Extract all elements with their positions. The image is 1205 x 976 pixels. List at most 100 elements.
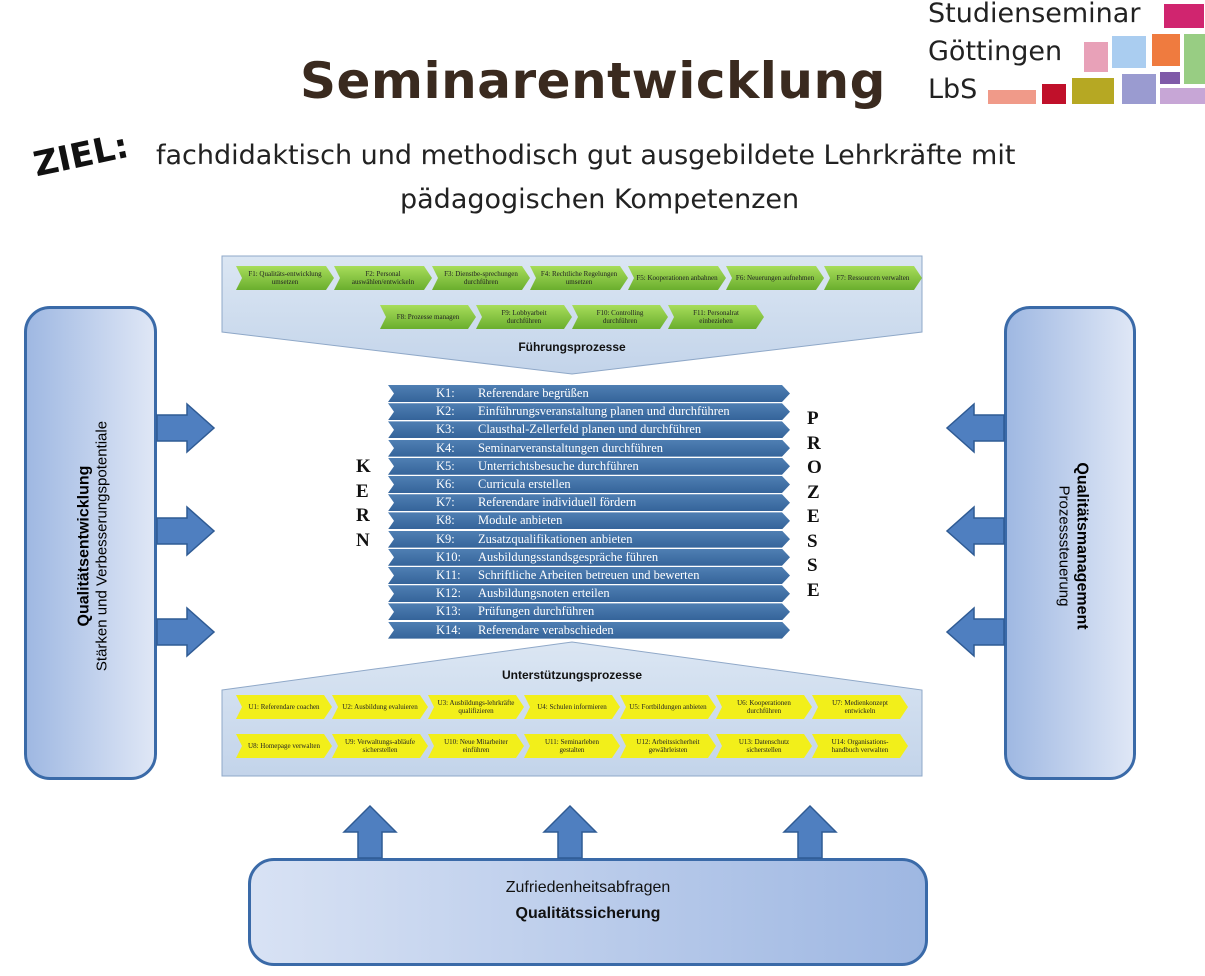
kernprozess-code: K13: — [436, 604, 461, 619]
logo-square — [1160, 72, 1180, 84]
kernprozess-code: K12: — [436, 586, 461, 601]
unterstuetzung-item-u11: U11: Seminarleben gestalten — [524, 734, 620, 758]
kernprozess-k10: K10:Ausbildungsstandsgespräche führen — [388, 549, 790, 566]
kernprozess-label: Prüfungen durchführen — [478, 604, 595, 619]
logo-square — [1084, 42, 1108, 72]
logo-line-2: Göttingen — [928, 36, 1063, 67]
arrow-up-icon — [782, 804, 838, 859]
kernprozess-code: K1: — [436, 386, 455, 400]
unterstuetzung-item-u5: U5: Fortbildungen anbieten — [620, 695, 716, 719]
unterstuetzung-item-u9: U9: Verwaltungs-abläufe sicherstellen — [332, 734, 428, 758]
fuehrung-item-label: F7: Ressourcen verwalten — [836, 274, 910, 282]
unterstuetzung-item-label: U3: Ausbildungs-lehrkräfte qualifizieren — [437, 699, 515, 715]
arrow-left-icon — [945, 402, 1005, 454]
logo-line-3: LbS — [928, 74, 978, 105]
kernprozess-label: Einführungsveranstaltung planen und durc… — [478, 404, 730, 419]
prozesse-letter: S — [807, 530, 818, 552]
fuehrung-item-f1: F1: Qualitäts-entwicklung umsetzen — [236, 266, 334, 290]
unterstuetzung-item-u3: U3: Ausbildungs-lehrkräfte qualifizieren — [428, 695, 524, 719]
bottom-box-line-1: Zufriedenheitsabfragen — [505, 879, 671, 896]
kernprozess-k4: K4: Seminarveranstaltungen durchführen — [388, 440, 790, 457]
unterstuetzung-item-label: U13: Datenschutz sicherstellen — [738, 738, 790, 754]
kern-letter: N — [356, 529, 370, 551]
unterstuetzung-item-u10: U10: Neue Mitarbeiter einführen — [428, 734, 524, 758]
kernprozess-label: Clausthal-Zellerfeld planen und durchfüh… — [478, 422, 702, 437]
unterstuetzung-item-label: U11: Seminarleben gestalten — [545, 738, 599, 754]
fuehrung-item-f10: F10: Controlling durchführen — [572, 305, 668, 329]
kern-letter: K — [356, 456, 371, 477]
logo-line-1: Studienseminar — [928, 0, 1141, 29]
unterstuetzung-item-u6: U6: Kooperationen durchführen — [716, 695, 812, 719]
qualitaetsentwicklung-box: Qualitätsentwicklung Stärken und Verbess… — [24, 306, 157, 780]
kernprozess-k7: K7:Referendare individuell fördern — [388, 494, 790, 511]
qualitaetsmanagement-box: Qualitätsmanagement Prozesssteuerung — [1004, 306, 1136, 780]
fuehrung-item-label: F10: Controlling durchführen — [596, 309, 644, 325]
unterstuetzung-item-u8: U8: Homepage verwalten — [236, 734, 332, 758]
unterstuetzungsprozesse-caption: Unterstützungsprozesse — [501, 668, 643, 682]
kernprozess-k12: K12: Ausbildungsnoten erteilen — [388, 585, 790, 602]
logo-square — [1122, 74, 1156, 104]
fuehrung-item-label: F4: Rechtliche Regelungen umsetzen — [540, 270, 618, 286]
kernprozess-label: Referendare verabschieden — [478, 622, 614, 637]
kernprozess-label: Zusatzqualifikationen anbieten — [478, 531, 633, 546]
kernprozess-code: K5: — [436, 458, 455, 473]
kernprozess-label: Seminarveranstaltungen durchführen — [478, 440, 664, 455]
fuehrung-item-label: F6: Neuerungen aufnehmen — [735, 274, 815, 282]
kernprozess-k9: K9:Zusatzqualifikationen anbieten — [388, 531, 790, 548]
kernprozess-code: K6: — [436, 477, 455, 491]
page-title: Seminarentwicklung — [300, 52, 886, 110]
unterstuetzung-item-label: U12: Arbeitssicherheit gewährleisten — [636, 738, 700, 754]
kernprozess-code: K4: — [436, 440, 455, 455]
unterstuetzung-item-u2: U2: Ausbildung evaluieren — [332, 695, 428, 719]
fuehrung-item-label: F11: Personalrat einbeziehen — [693, 309, 739, 325]
kernprozess-code: K8: — [436, 513, 455, 528]
kernprozess-code: K14: — [436, 622, 461, 637]
kernprozess-k1: K1: Referendare begrüßen — [388, 385, 790, 402]
kernprozess-label: Schriftliche Arbeiten betreuen und bewer… — [478, 568, 700, 582]
fuehrung-item-f7: F7: Ressourcen verwalten — [824, 266, 922, 290]
kernprozess-label: Module anbieten — [478, 513, 563, 528]
unterstuetzung-item-u13: U13: Datenschutz sicherstellen — [716, 734, 812, 758]
unterstuetzung-item-label: U10: Neue Mitarbeiter einführen — [444, 738, 508, 754]
kernprozess-code: K10: — [436, 549, 461, 564]
kernprozess-k3: K3:Clausthal-Zellerfeld planen und durch… — [388, 421, 790, 438]
prozesse-letter: R — [807, 432, 821, 454]
kernprozess-k13: K13: Prüfungen durchführen — [388, 603, 790, 620]
unterstuetzung-item-label: U14: Organisations-handbuch verwalten — [831, 738, 889, 754]
fuehrung-item-f4: F4: Rechtliche Regelungen umsetzen — [530, 266, 628, 290]
arrow-right-icon — [156, 505, 216, 557]
logo-square — [988, 90, 1036, 104]
fuehrung-item-label: F8: Prozesse managen — [396, 313, 460, 321]
fuehrung-item-f11: F11: Personalrat einbeziehen — [668, 305, 764, 329]
kernprozess-k11: K11:Schriftliche Arbeiten betreuen und b… — [388, 567, 790, 584]
unterstuetzung-item-label: U1: Referendare coachen — [248, 703, 320, 711]
arrow-left-icon — [945, 606, 1005, 658]
prozesse-letter: E — [807, 579, 820, 601]
logo-square — [1112, 36, 1146, 68]
prozesse-letter: Z — [807, 481, 820, 503]
arrow-left-icon — [945, 505, 1005, 557]
kernprozess-label: Referendare individuell fördern — [478, 495, 637, 510]
kernprozess-label: Referendare begrüßen — [478, 386, 589, 400]
kernprozess-k6: K6:Curricula erstellen — [388, 476, 790, 493]
ziel-text-line-2: pädagogischen Kompetenzen — [400, 184, 800, 215]
kernprozess-k2: K2: Einführungsveranstaltung planen und d… — [388, 403, 790, 420]
unterstuetzung-item-label: U9: Verwaltungs-abläufe sicherstellen — [344, 738, 416, 754]
kern-letter: R — [356, 505, 370, 526]
kernprozess-k8: K8: Module anbieten — [388, 512, 790, 529]
prozesse-letter: S — [807, 555, 818, 576]
fuehrung-item-f2: F2: Personal auswählen/entwickeln — [334, 266, 432, 290]
fuehrung-item-f3: F3: Dienstbe-sprechungen durchführen — [432, 266, 530, 290]
fuehrung-item-f6: F6: Neuerungen aufnehmen — [726, 266, 824, 290]
unterstuetzung-item-u14: U14: Organisations-handbuch verwalten — [812, 734, 908, 758]
kernprozess-code: K2: — [436, 404, 455, 419]
fuehrung-item-f9: F9: Lobbyarbeit durchführen — [476, 305, 572, 329]
qualitaetssicherung-box: Zufriedenheitsabfragen Qualitätssicherun… — [248, 858, 928, 966]
kernprozess-label: Ausbildungsnoten erteilen — [478, 586, 610, 601]
logo-square — [1164, 4, 1204, 28]
fuehrung-item-label: F1: Qualitäts-entwicklung umsetzen — [248, 270, 322, 286]
prozesse-letter: P — [807, 408, 819, 429]
arrow-right-icon — [156, 606, 216, 658]
fuehrung-item-label: F2: Personal auswählen/entwickeln — [351, 270, 415, 286]
bottom-box-line-2: Qualitätssicherung — [515, 905, 661, 922]
